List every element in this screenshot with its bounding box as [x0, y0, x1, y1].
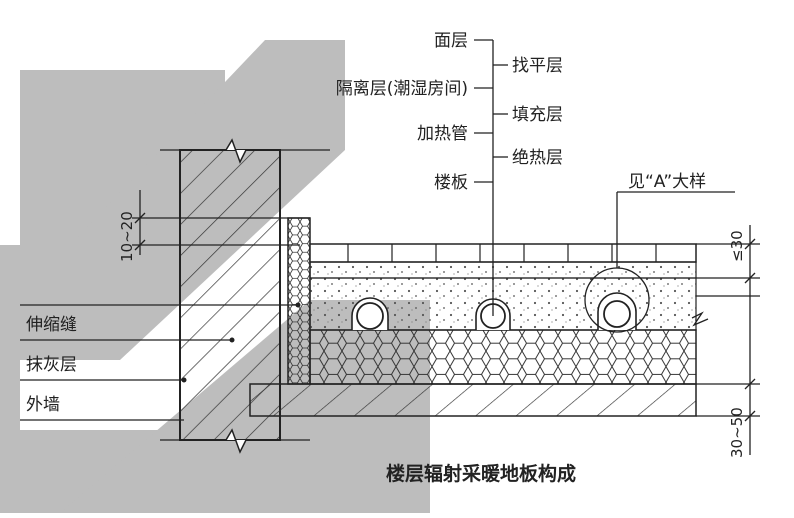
label-outer-wall: 外墙	[26, 395, 60, 415]
label-expansion-joint: 伸缩缝	[26, 315, 77, 335]
surface-tile-joints	[347, 244, 657, 262]
wall-label-table: 伸缩缝 抹灰层 外墙	[20, 302, 301, 421]
label-floor-slab: 楼板	[434, 173, 468, 193]
label-heating-pipe: 加热管	[417, 124, 468, 144]
label-leveling-layer: 找平层	[512, 56, 563, 76]
diagram-title: 楼层辐射采暖地板构成	[386, 462, 576, 485]
dim-bottom-layer: 30~50	[728, 407, 746, 458]
heating-pipe	[584, 267, 650, 333]
label-surface-layer: 面层	[434, 31, 468, 51]
insulation-layer	[309, 329, 697, 385]
label-detail-a: 见“A”大样	[628, 172, 706, 192]
right-dimensions	[696, 225, 760, 455]
label-isolation-layer: 隔离层(潮湿房间)	[336, 79, 468, 99]
dim-top-layer: ≤30	[728, 230, 746, 262]
label-insulation-layer: 绝热层	[512, 148, 563, 168]
dim-joint-width: 10~20	[118, 211, 136, 262]
surface-layer	[309, 243, 697, 263]
outer-wall	[160, 138, 330, 454]
expansion-joint	[287, 217, 311, 385]
heating-pipe	[351, 297, 389, 330]
floor-slab	[249, 383, 697, 417]
joint-width-dimension	[132, 190, 310, 255]
label-filling-layer: 填充层	[512, 105, 563, 125]
label-plaster-layer: 抹灰层	[26, 355, 77, 375]
layer-leaders	[474, 39, 735, 316]
